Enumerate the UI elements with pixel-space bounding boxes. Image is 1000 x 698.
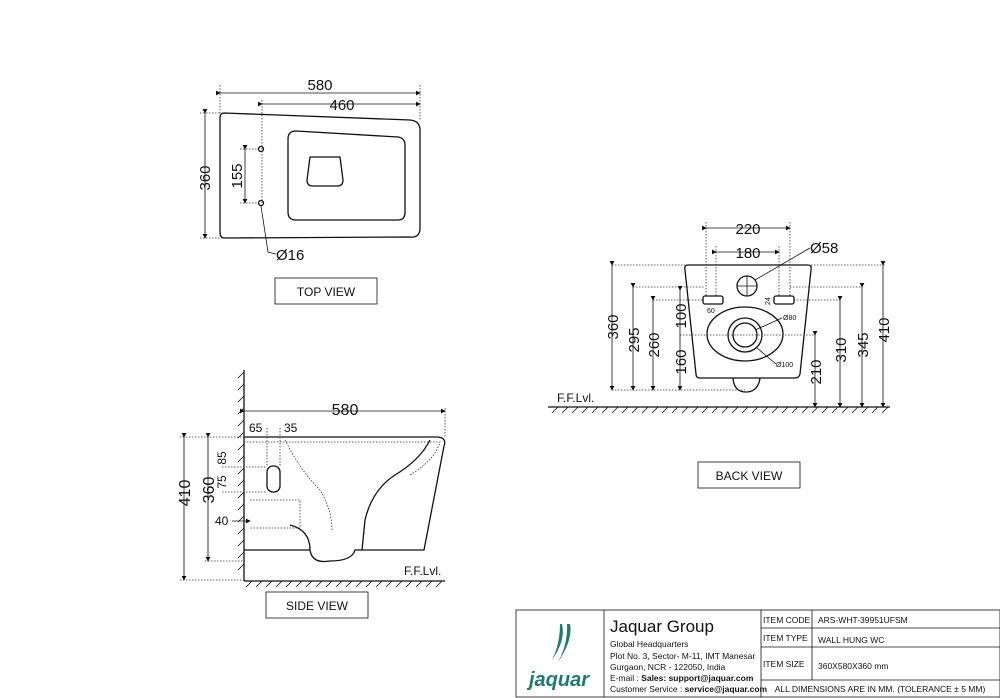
title-block: jaquar Jaquar Group Global Headquarters … (515, 609, 1000, 698)
dim-210: 210 (808, 359, 825, 384)
dim-35: 35 (284, 421, 298, 435)
item-type-value: WALL HUNG WC (818, 635, 884, 645)
item-code-value: ARS-WHT-39951UFSM (818, 615, 908, 625)
floor-level-label: F.F.Lvl. (404, 564, 441, 578)
item-size-label: ITEM SIZE (763, 659, 805, 669)
dim-60: 60 (707, 308, 715, 315)
dim-100: 100 (673, 303, 690, 328)
top-view-label: TOP VIEW (297, 285, 356, 299)
dim-410: 410 (876, 317, 893, 342)
floor-level-label: F.F.Lvl. (557, 391, 594, 405)
dim-160: 160 (673, 349, 690, 374)
outlet-spigot (732, 377, 761, 393)
fixing-slot (702, 295, 724, 305)
side-outline (244, 436, 446, 563)
dim-310: 310 (833, 337, 850, 362)
top-view-label-box (274, 277, 378, 305)
logo-text: jaquar (526, 669, 590, 691)
dim-360: 360 (201, 477, 218, 504)
dim-295: 295 (626, 327, 643, 352)
outlet-80 (732, 322, 758, 348)
dim-580: 580 (332, 402, 359, 419)
side-view-label: SIDE VIEW (286, 599, 349, 613)
dim-345: 345 (855, 332, 872, 357)
dim-220: 220 (735, 221, 760, 238)
dim-24: 24 (765, 297, 772, 305)
back-view-label: BACK VIEW (716, 469, 783, 483)
dim-65: 65 (249, 421, 263, 435)
dim-hole-dia: Ø16 (276, 247, 304, 264)
dim-dia58: Ø58 (810, 240, 838, 257)
svg-text:E-mail : Sales: support@jaquar: E-mail : Sales: support@jaquar.com (610, 673, 754, 683)
company-name: Jaquar Group (610, 617, 714, 636)
dim-360: 360 (605, 314, 622, 339)
email-label: E-mail : (610, 673, 641, 683)
item-code-label: ITEM CODE (763, 615, 811, 625)
item-type-label: ITEM TYPE (763, 633, 808, 643)
dim-dia100: Ø100 (776, 362, 793, 369)
tolerance-note: ALL DIMENSIONS ARE IN MM. (TOLERANCE ± 5… (775, 684, 986, 694)
customer-service-email: service@jaquar.com (685, 684, 768, 694)
side-view: F.F.Lvl. 580 65 35 410 360 85 75 40 SIDE… (177, 370, 446, 619)
dim-360: 360 (197, 165, 214, 190)
dim-180: 180 (735, 245, 760, 262)
dim-410: 410 (177, 480, 194, 507)
top-outline (219, 112, 421, 239)
dim-460: 460 (329, 97, 354, 114)
address-line-2: Gurgaon, NCR - 122050, India (610, 662, 726, 672)
back-view: F.F.Lvl. 220 180 Ø58 60 24 Ø80 Ø100 360 … (548, 221, 893, 489)
dim-dia80: Ø80 (783, 315, 796, 322)
item-size-value: 360X580X360 mm (818, 661, 888, 671)
dim-75: 75 (215, 475, 229, 489)
top-seat-outline (287, 130, 406, 221)
dim-580: 580 (307, 77, 332, 94)
address-line-1: Plot No. 3, Sector- M-11, IMT Manesar (610, 651, 755, 661)
top-bowl-opening (306, 156, 344, 187)
customer-service-label: Customer Service : (610, 684, 685, 694)
jaquar-logo: jaquar (526, 624, 590, 691)
side-slot (266, 465, 281, 493)
back-view-label-box (697, 461, 801, 489)
dim-155: 155 (229, 163, 246, 188)
fixing-slot (773, 295, 795, 305)
outlet-ellipse (706, 306, 784, 362)
hq-label: Global Headquarters (610, 639, 688, 649)
dim-260: 260 (646, 332, 663, 357)
svg-text:Customer Service : service@jaq: Customer Service : service@jaquar.com (610, 684, 768, 694)
back-outline (684, 264, 812, 379)
top-view: 580 460 360 155 Ø16 TOP VIEW (197, 77, 421, 305)
dim-85: 85 (215, 451, 229, 465)
side-view-label-box (265, 591, 369, 619)
dim-40: 40 (215, 514, 229, 528)
email-value: Sales: support@jaquar.com (641, 673, 754, 683)
